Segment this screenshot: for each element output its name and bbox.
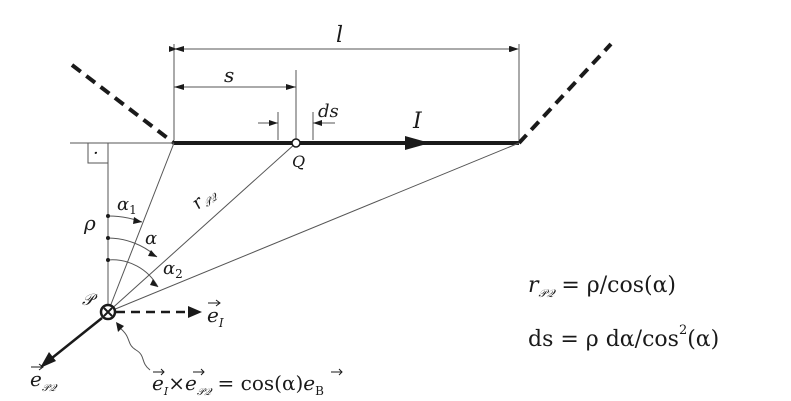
eq3-e-B-arrow-icon	[331, 368, 343, 376]
label-rho: ρ	[83, 211, 96, 235]
point-Q	[291, 138, 301, 148]
label-Q: Q	[292, 152, 305, 171]
dim-s-arrow-right	[286, 84, 296, 90]
cross-into-page-icon	[103, 307, 113, 317]
right-angle-mark	[87, 143, 108, 164]
equation-cross-product: eI×e𝒫𝒬 = cos(α)eB	[152, 371, 324, 398]
arc-dot-3	[106, 258, 110, 262]
equation-ds: ds = ρ dα/cos2(α)	[528, 323, 719, 352]
dim-s-arrow-left	[174, 84, 184, 90]
current-arrow-icon	[405, 136, 430, 150]
arc-alpha2-arrow	[150, 279, 158, 287]
label-P: 𝒫	[82, 290, 98, 309]
label-r-pq: r𝒫𝒬	[188, 182, 222, 216]
dim-l-arrow-left	[174, 46, 184, 52]
e-PQ-arrowhead-icon	[40, 352, 56, 368]
label-I: I	[412, 109, 423, 134]
ds-arrow-left	[269, 120, 278, 126]
label-l: l	[336, 23, 343, 48]
label-e-I: eI	[207, 303, 224, 330]
e-I-arrowhead-icon	[188, 306, 202, 318]
label-s: s	[224, 63, 234, 87]
pointer-squiggle	[119, 327, 151, 371]
arc-alpha-arrow	[148, 250, 157, 257]
vector-e-PQ	[51, 317, 103, 359]
arc-alpha1-arrow	[133, 217, 142, 224]
label-alpha1: α1	[117, 194, 137, 217]
eq3-e-I-arrow-icon	[153, 368, 165, 376]
pointer-arrow-icon	[116, 322, 124, 332]
right-dashed-wire	[517, 42, 613, 145]
arc-dot-1	[106, 214, 110, 218]
label-alpha: α	[145, 228, 157, 249]
ray-to-Q	[107, 142, 297, 313]
label-e-pq: e𝒫𝒬	[30, 367, 58, 394]
e-I-vector-arrow-icon	[208, 299, 221, 307]
ray-to-end	[107, 142, 520, 313]
equation-r-pq: r𝒫𝒬 = ρ/cos(α)	[528, 273, 676, 300]
label-alpha2: α2	[163, 258, 183, 281]
ds-arrow-right	[313, 120, 322, 126]
eq3-e-pq-arrow-icon	[193, 368, 205, 376]
ray-to-start	[107, 142, 175, 313]
arc-dot-2	[106, 236, 110, 240]
e-pq-vector-arrow-icon	[31, 363, 44, 371]
label-ds: ds	[318, 101, 339, 122]
right-angle-dot: ·	[93, 143, 99, 164]
left-dashed-wire	[70, 63, 176, 145]
dim-l-arrow-right	[509, 46, 519, 52]
